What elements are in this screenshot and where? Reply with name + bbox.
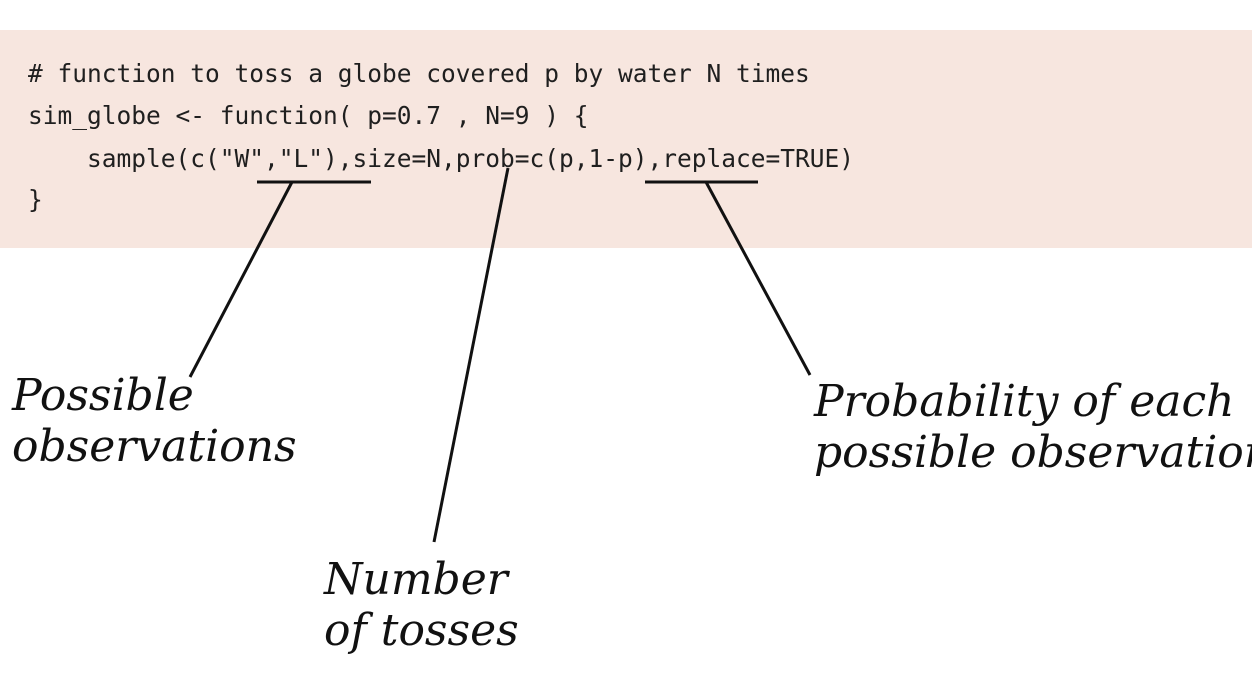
- annotation-probability-line1: Probability of each: [814, 376, 1235, 427]
- pointer-observations: [188, 181, 294, 378]
- pointer-probability: [704, 181, 812, 376]
- annotation-probability-line2: possible observation: [814, 427, 1252, 479]
- annotation-observations-line1: Possible: [12, 370, 194, 421]
- annotation-observations-line2: observations: [12, 421, 297, 473]
- code-closing-brace-line: }: [28, 185, 43, 214]
- annotation-number-of-tosses: Number of tosses: [324, 554, 519, 657]
- code-function-definition-line: sim_globe <- function( p=0.7 , N=9 ) {: [28, 101, 589, 130]
- annotation-tosses-line1: Number: [324, 554, 508, 605]
- pointer-tosses: [432, 167, 510, 543]
- code-block: [0, 30, 1252, 248]
- annotation-tosses-line2: of tosses: [324, 605, 519, 657]
- annotation-possible-observations: Possible observations: [12, 370, 297, 473]
- code-sample-call-line: sample(c("W","L"),size=N,prob=c(p,1-p),r…: [28, 144, 855, 173]
- annotation-probability-of-each-observation: Probability of each possible observation: [814, 376, 1252, 479]
- code-comment-line: # function to toss a globe covered p by …: [28, 59, 810, 88]
